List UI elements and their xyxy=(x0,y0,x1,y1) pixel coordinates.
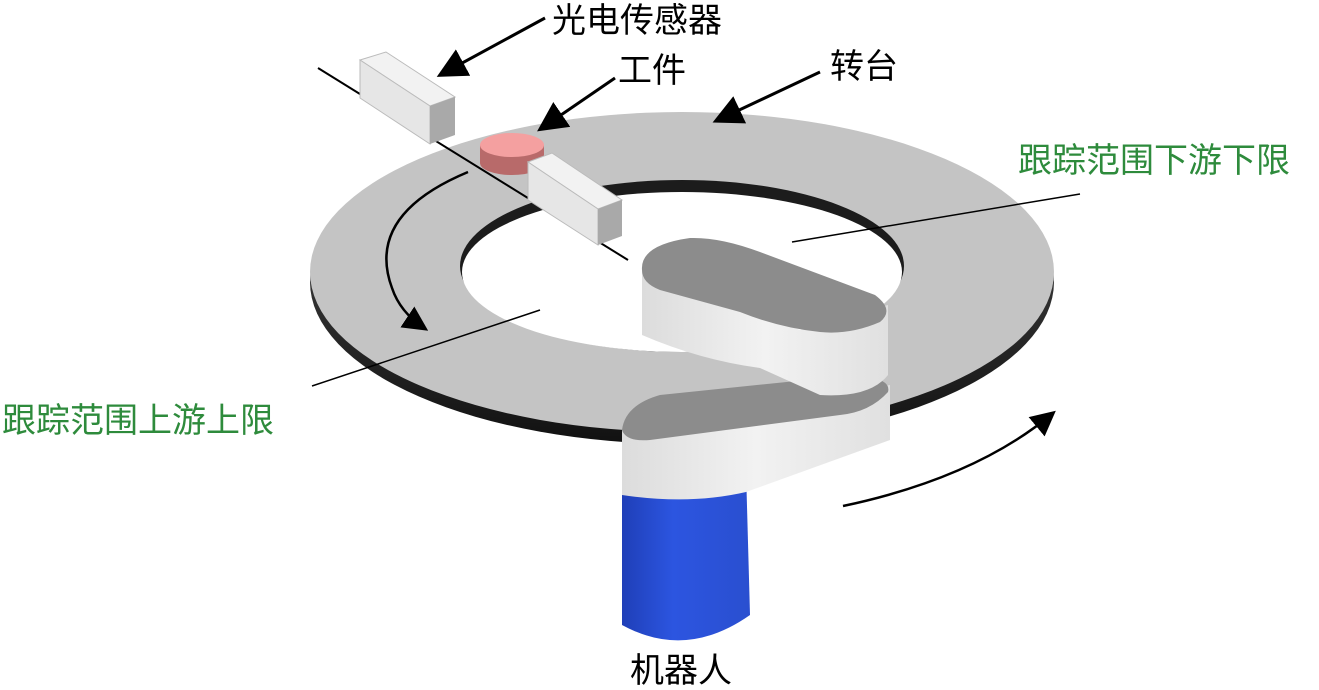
robot-upper-arm xyxy=(641,237,888,396)
rotation-arrow-left xyxy=(385,170,469,331)
workpiece-leader-arrow xyxy=(537,76,616,132)
downstream-leader-line xyxy=(791,193,1081,243)
upstream-leader-line xyxy=(311,309,541,387)
label-downstream-limit: 跟踪范围下游下限 xyxy=(1018,141,1290,181)
label-upstream-limit: 跟踪范围上游上限 xyxy=(2,401,274,441)
sensor-block-right xyxy=(526,152,624,246)
turntable-leader-arrow xyxy=(712,70,821,124)
label-sensor: 光电传感器 xyxy=(552,1,722,41)
label-robot: 机器人 xyxy=(630,651,732,690)
sensor-block-left xyxy=(358,51,457,145)
label-turntable: 转台 xyxy=(830,47,898,87)
sensor-leader-arrow xyxy=(436,16,546,77)
robot-base xyxy=(622,470,750,641)
rotation-arrow-right xyxy=(842,410,1056,508)
label-workpiece: 工件 xyxy=(618,51,686,91)
